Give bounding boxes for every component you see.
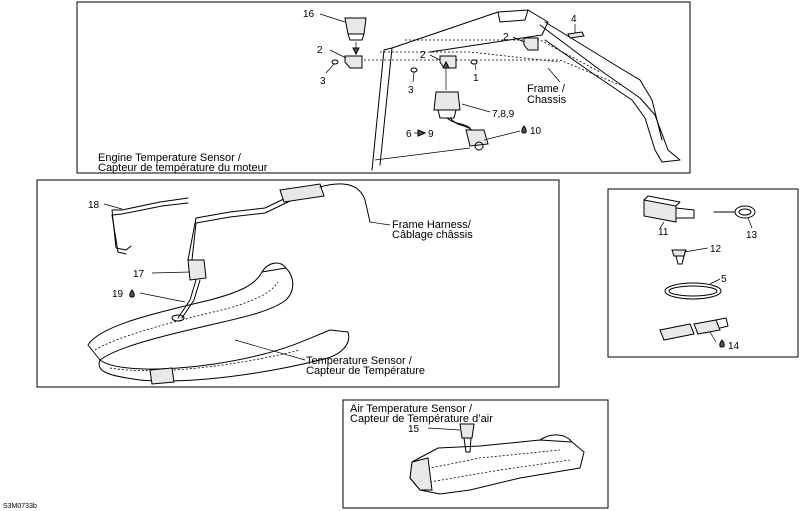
adhesive-drop-icon-19 xyxy=(129,289,135,298)
exhaust-pipe-illustration xyxy=(87,262,350,385)
airbox-illustration xyxy=(409,434,585,495)
callout-3-center: 3 xyxy=(408,85,414,96)
clip-part-12 xyxy=(671,249,687,265)
leader-15 xyxy=(427,427,461,431)
leader-1 xyxy=(474,63,477,71)
temperature-panel-border xyxy=(36,179,560,388)
connector-part-14 xyxy=(659,317,729,341)
nut-part-16 xyxy=(344,17,367,56)
callout-12: 12 xyxy=(710,244,722,255)
engine-panel-title-line1: Engine Temperature Sensor / xyxy=(98,152,242,164)
temperature-panel-title-line2: Capteur de Température xyxy=(306,365,425,377)
leader-title-temperature xyxy=(234,339,306,361)
leader-2b xyxy=(429,54,441,61)
callout-2-center: 2 xyxy=(420,50,426,61)
clip-part-2-left xyxy=(344,55,363,69)
frame-illustration xyxy=(360,9,681,171)
clamp-part-13 xyxy=(713,205,756,219)
callout-18: 18 xyxy=(88,200,100,211)
leader-11 xyxy=(659,221,665,229)
callout-14: 14 xyxy=(728,341,740,352)
leader-5 xyxy=(709,278,721,285)
callout-11: 11 xyxy=(658,227,669,238)
air-panel-title-line2: Capteur de Température d’air xyxy=(350,413,493,425)
leader-19 xyxy=(139,292,186,303)
callout-15: 15 xyxy=(408,424,420,435)
adhesive-drop-icon xyxy=(521,125,527,134)
temperature-panel-title-line1: Temperature Sensor / xyxy=(306,355,413,367)
harness-label-line2: Câblage châssis xyxy=(392,229,473,241)
air-sensor-part-15 xyxy=(459,423,475,453)
callout-4: 4 xyxy=(571,14,577,25)
nut-part-1 xyxy=(470,59,478,65)
air-panel-border xyxy=(342,399,609,509)
callout-16: 16 xyxy=(303,9,315,20)
callout-2-left: 2 xyxy=(317,45,323,56)
air-temperature-panel: 15 Air Temperature Sensor / Capteur de T… xyxy=(342,399,609,509)
callout-6: 6 xyxy=(406,129,412,140)
callout-10: 10 xyxy=(530,126,542,137)
leader-10 xyxy=(483,130,521,141)
leader-16 xyxy=(319,13,346,23)
callout-19: 19 xyxy=(112,289,124,300)
harness-connector xyxy=(279,183,325,203)
clip-part-2-right xyxy=(523,37,539,51)
callout-3-left: 3 xyxy=(320,76,326,87)
arrow-6-9 xyxy=(417,129,427,137)
washer-part-3-left xyxy=(331,59,339,65)
engine-temperature-panel: 16 2 2 2 4 3 3 1 7,8,9 6 9 10 Frame / Ch… xyxy=(76,1,691,174)
temperature-sensor-part-17 xyxy=(171,259,207,322)
leader-frame xyxy=(547,67,561,83)
engine-panel-border xyxy=(76,1,691,174)
callout-7-8-9: 7,8,9 xyxy=(492,109,515,120)
leader-title-engine xyxy=(374,147,471,161)
leader-17 xyxy=(151,271,191,274)
leader-14 xyxy=(709,331,717,343)
leader-3a xyxy=(325,63,335,74)
leader-12 xyxy=(683,247,709,253)
leader-7-8-9 xyxy=(461,103,491,113)
strap-part-5 xyxy=(664,282,722,300)
callout-17: 17 xyxy=(133,269,145,280)
callout-9: 9 xyxy=(428,129,434,140)
reference-code: S3M0733b xyxy=(3,503,37,510)
leader-13 xyxy=(747,217,753,229)
temperature-sensor-panel: 18 17 19 Frame Harness/ Câblage châssis … xyxy=(36,179,560,388)
leader-3b xyxy=(412,71,415,83)
callout-5: 5 xyxy=(721,274,727,285)
leader-18 xyxy=(103,203,123,210)
frame-label-line2: Chassis xyxy=(527,94,567,106)
tie-part-4 xyxy=(567,31,585,39)
adhesive-drop-icon-14 xyxy=(719,339,725,348)
harness-label-line1: Frame Harness/ xyxy=(392,219,472,231)
leader-2c xyxy=(512,36,525,43)
callout-1: 1 xyxy=(473,73,479,84)
hose-part-18 xyxy=(111,197,189,211)
leader-2a xyxy=(329,49,347,59)
connector-part-11 xyxy=(643,195,695,223)
engine-sensor-assembly xyxy=(433,60,489,151)
engine-panel-title-line2: Capteur de température du moteur xyxy=(98,162,268,174)
frame-label-line1: Frame / xyxy=(527,83,566,95)
air-panel-title-line1: Air Temperature Sensor / xyxy=(350,403,473,415)
callout-13: 13 xyxy=(746,230,758,241)
callout-2-right: 2 xyxy=(503,32,509,43)
parts-panel: 11 13 12 5 14 xyxy=(607,188,799,358)
